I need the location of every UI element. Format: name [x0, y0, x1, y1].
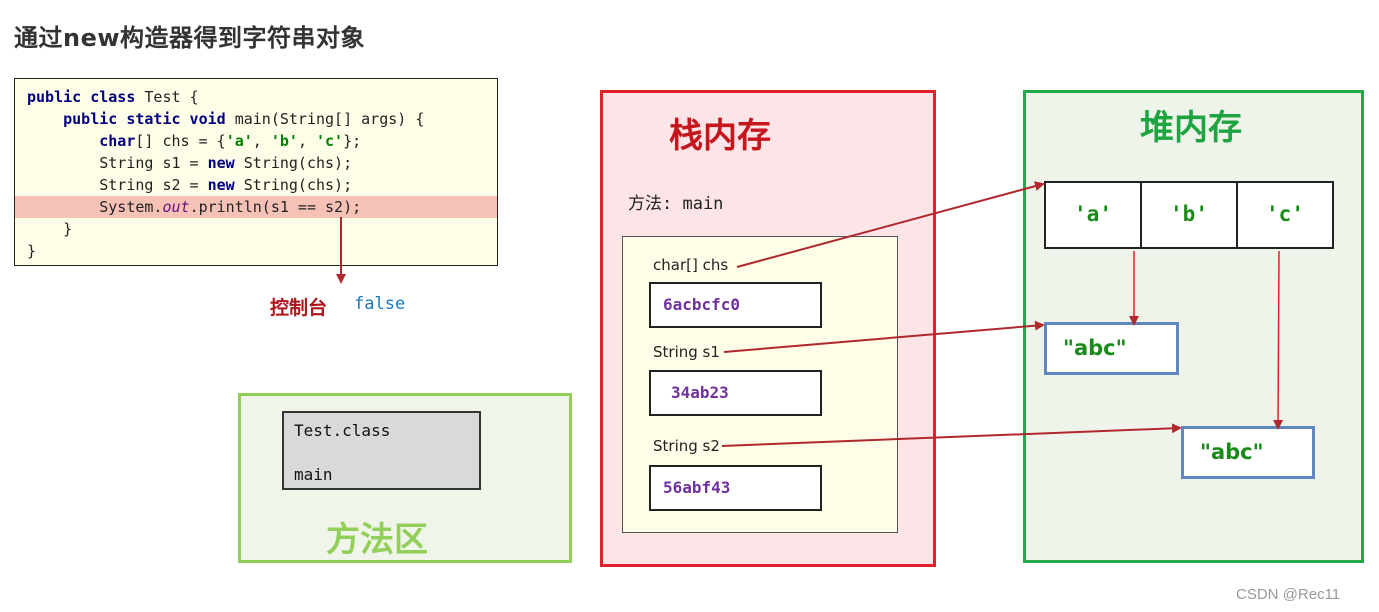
code-line: String s1 = new String(chs);	[15, 152, 497, 174]
code-token: 'a'	[225, 132, 253, 150]
method-area-label: 方法区	[326, 520, 428, 560]
code-token: String(chs);	[243, 176, 353, 194]
heap-label: 堆内存	[1140, 108, 1242, 148]
char-cell-a: 'a'	[1046, 183, 1142, 247]
code-token: }	[27, 220, 73, 238]
string-object-s2: "abc"	[1181, 426, 1315, 479]
class-box: Test.class main	[282, 411, 481, 490]
code-token: String(chs);	[243, 154, 353, 172]
code-token: char	[27, 132, 136, 150]
watermark: CSDN @Rec11	[1236, 586, 1341, 603]
code-block: public class Test { public static void m…	[14, 78, 498, 266]
addr-box-chs: 6acbcfc0	[649, 282, 822, 328]
code-token: [] chs = {	[135, 132, 226, 150]
code-token: new	[207, 154, 244, 172]
code-token: ,	[297, 132, 316, 150]
addr-box-s1: 34ab23	[649, 370, 822, 416]
string-object-s1: "abc"	[1044, 322, 1179, 375]
code-token: };	[343, 132, 362, 150]
char-cell-c: 'c'	[1266, 202, 1304, 226]
code-token: String s2 =	[27, 176, 208, 194]
code-token: new	[207, 176, 244, 194]
code-token: String s1 =	[27, 154, 208, 172]
class-name: Test.class	[294, 421, 391, 440]
var-label-s2: String s2	[653, 437, 720, 455]
var-label-s1: String s1	[653, 343, 720, 361]
code-line: public class Test {	[15, 86, 497, 108]
page-title: 通过new构造器得到字符串对象	[14, 24, 366, 52]
code-line: }	[15, 240, 497, 262]
addr-box-s2: 56abf43	[649, 465, 822, 511]
code-token: 'c'	[316, 132, 344, 150]
stack-label: 栈内存	[669, 116, 771, 156]
code-token: }	[27, 242, 37, 260]
console-output: false	[354, 294, 406, 314]
code-token: public static void	[27, 110, 235, 128]
code-line: char[] chs = {'a', 'b', 'c'};	[15, 130, 497, 152]
code-line: String s2 = new String(chs);	[15, 174, 497, 196]
code-line: System.out.println(s1 == s2);	[15, 196, 497, 218]
class-method: main	[294, 465, 333, 484]
char-cell-b: 'b'	[1142, 183, 1238, 247]
code-token: public class	[27, 88, 145, 106]
var-label-chs: char[] chs	[653, 256, 729, 274]
code-token: out	[162, 198, 190, 216]
code-token: Test {	[144, 88, 199, 106]
code-line: }	[15, 218, 497, 240]
code-line: public static void main(String[] args) {	[15, 108, 497, 130]
stack-method-name: 方法: main	[628, 194, 724, 214]
code-token: main(String[] args) {	[234, 110, 425, 128]
console-label: 控制台	[270, 297, 328, 319]
code-token: .println(s1 == s2);	[189, 198, 362, 216]
code-token: ,	[252, 132, 271, 150]
char-array: 'a' 'b' 'c'	[1044, 181, 1334, 249]
code-token: System.	[27, 198, 163, 216]
code-token: 'b'	[270, 132, 298, 150]
